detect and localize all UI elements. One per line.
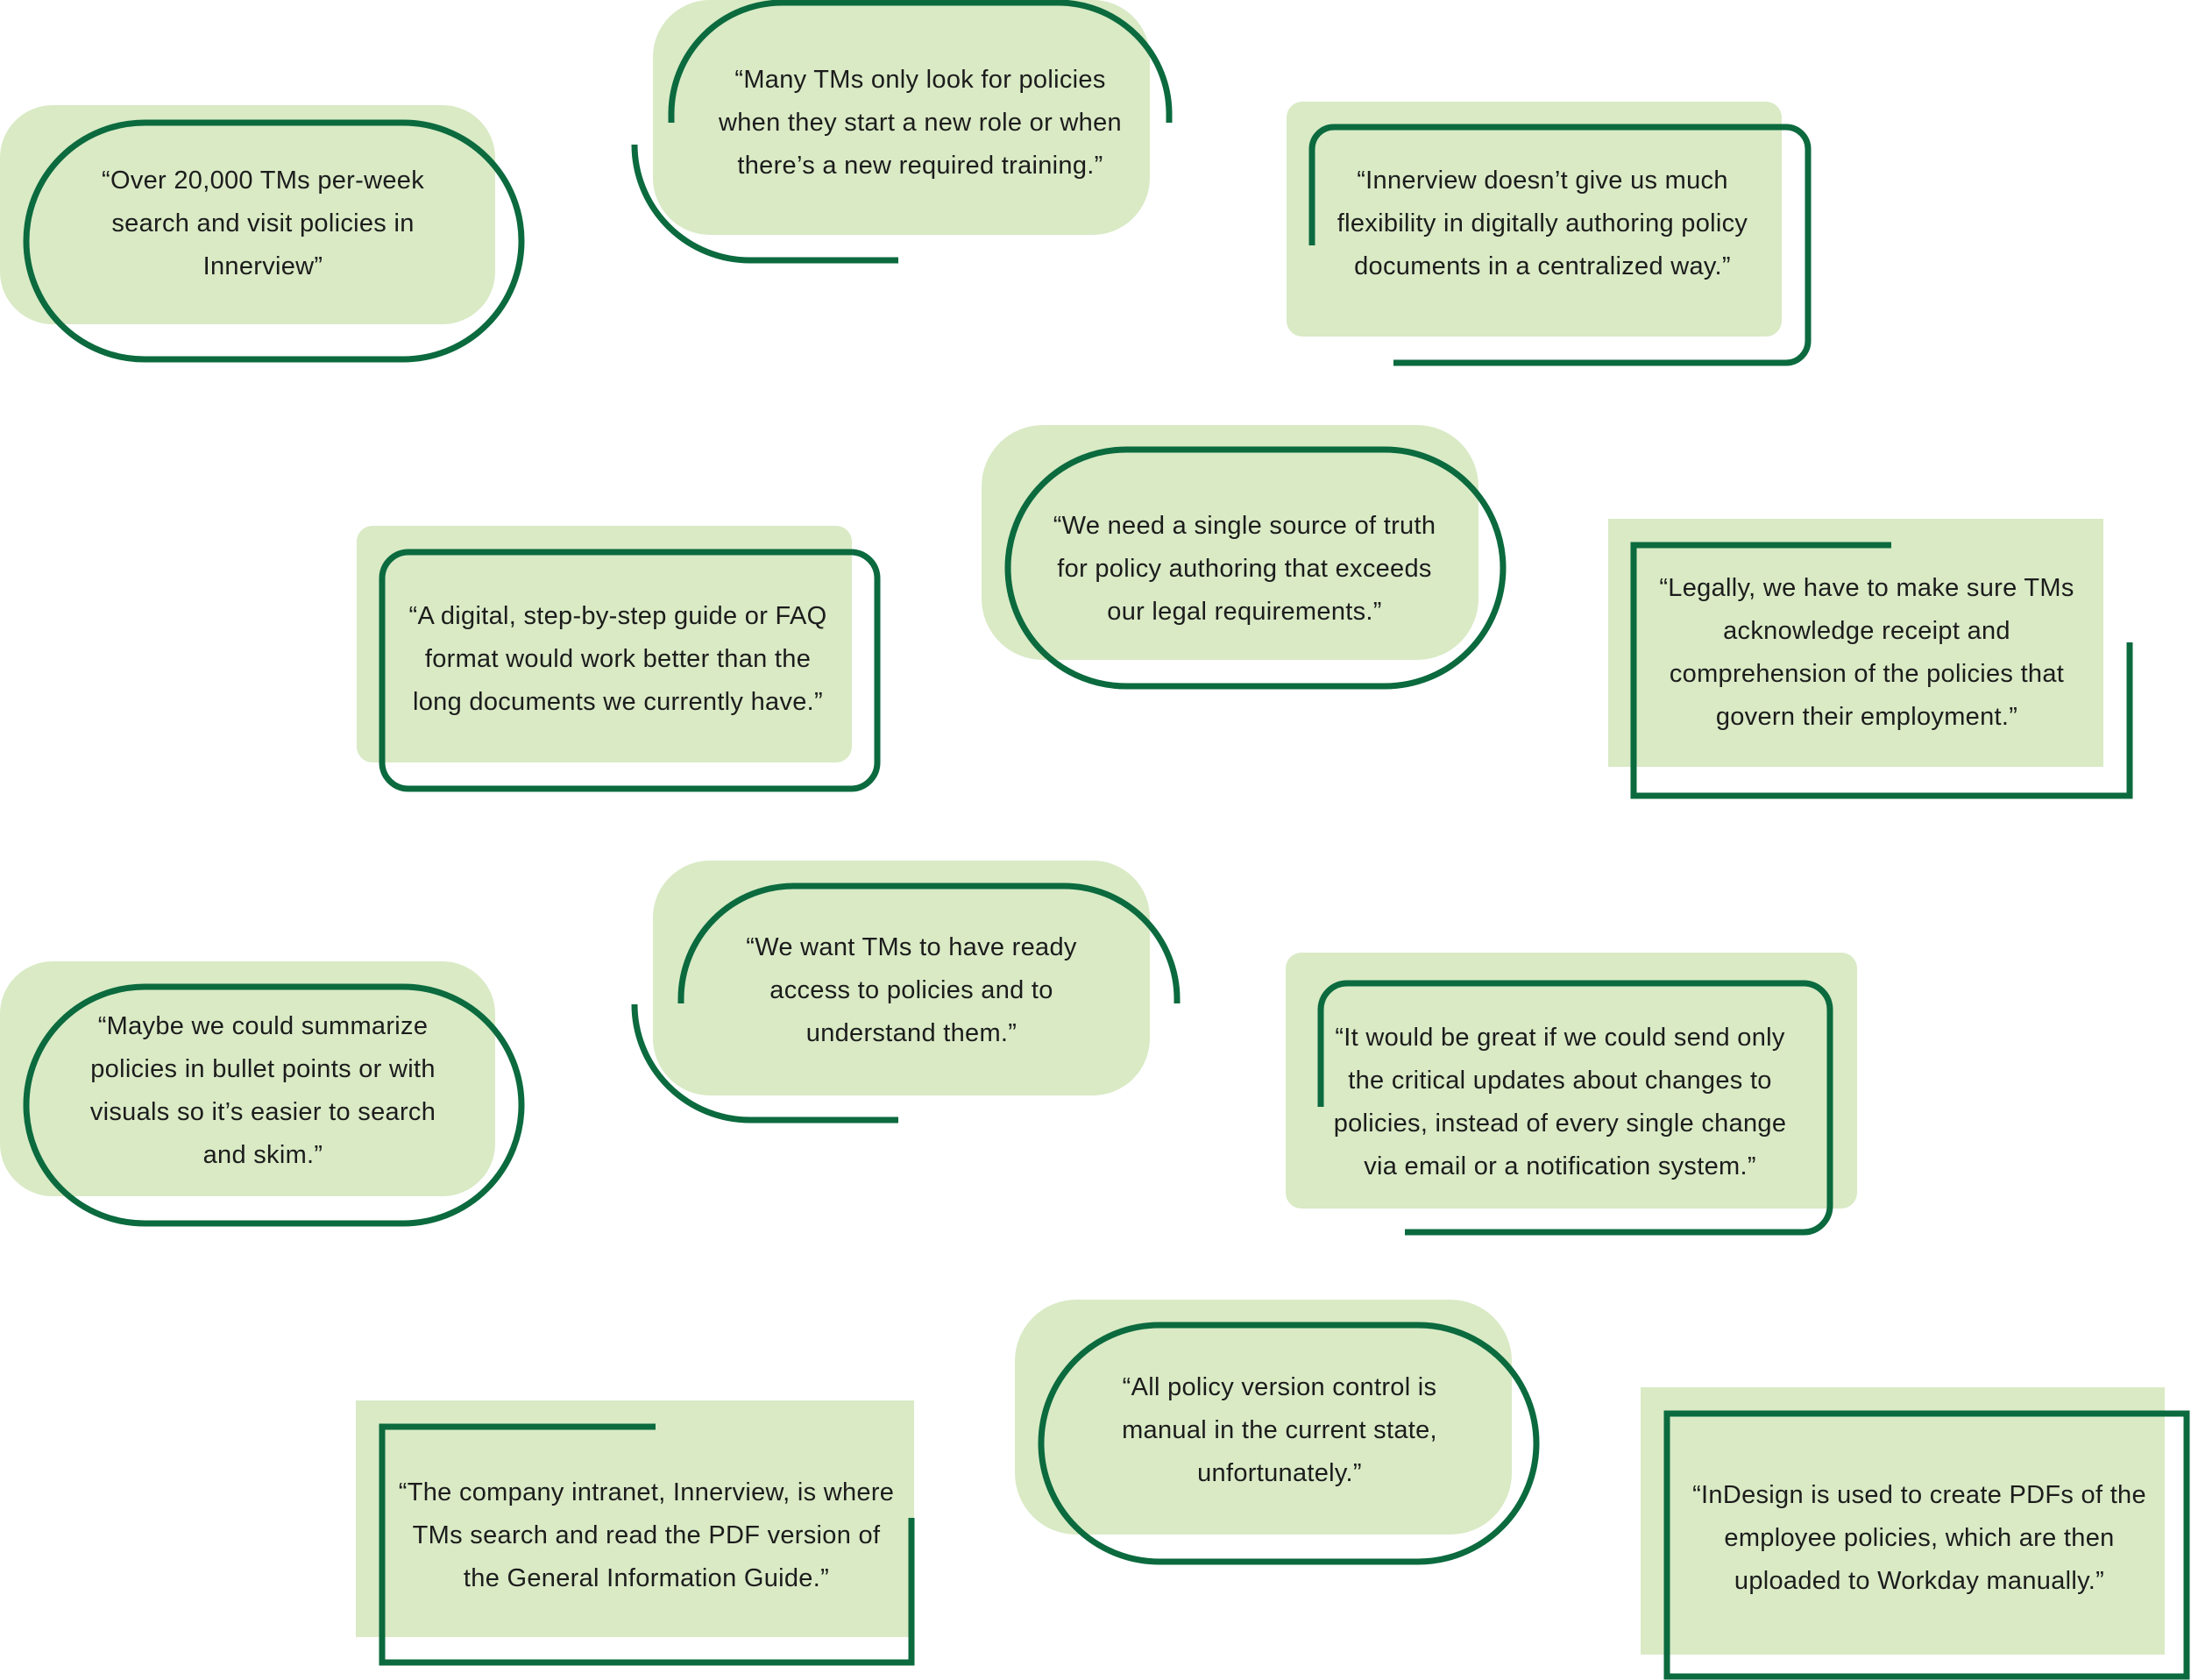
- bubble-fill-single-source-of-truth: [982, 425, 1478, 660]
- bubble-bracket-legal-acknowledgement: [1630, 542, 2133, 799]
- bubble-fill-ready-access: [653, 861, 1150, 1095]
- quote-text-step-by-step-guide: “A digital, step-by-step guide or FAQ fo…: [408, 601, 827, 716]
- quote-text-summarize-policies: “Maybe we could summarize policies in bu…: [89, 1012, 436, 1169]
- bubble-outline-step-by-step-guide: [379, 549, 881, 792]
- bubble-fill-new-role-training: [653, 0, 1150, 235]
- quote-text-tms-search-volume: “Over 20,000 TMs per-week search and vis…: [102, 166, 424, 280]
- bubble-fill-manual-version-control: [1015, 1300, 1512, 1535]
- bubble-bracket-authoring-flexibility: [1308, 124, 1812, 366]
- quote-text-new-role-training: “Many TMs only look for policies when th…: [719, 65, 1122, 180]
- bubble-fill-tms-search-volume: [0, 105, 495, 324]
- bubble-outline-summarize-policies: [23, 983, 525, 1227]
- bubble-fill-step-by-step-guide: [357, 526, 852, 762]
- bubble-fill-summarize-policies: [0, 961, 495, 1196]
- bubble-outline-manual-version-control: [1038, 1322, 1540, 1565]
- bubble-arc-top-new-role-training: [668, 0, 1173, 123]
- bubble-arc-bottom-new-role-training: [631, 144, 898, 264]
- bubble-bracket-company-intranet: [379, 1423, 915, 1666]
- bubble-fill-authoring-flexibility: [1287, 102, 1782, 337]
- quote-text-ready-access: “We want TMs to have ready access to pol…: [746, 932, 1077, 1047]
- quote-text-critical-updates: “It would be great if we could send only…: [1333, 1024, 1787, 1180]
- bubble-outline-tms-search-volume: [23, 119, 525, 363]
- bubble-arc-bottom-ready-access: [631, 1003, 898, 1124]
- bubble-arc-top-ready-access: [677, 883, 1181, 1003]
- quote-text-authoring-flexibility: “Innerview doesn’t give us much flexibil…: [1337, 166, 1748, 280]
- bubble-outline-indesign-workday: [1663, 1410, 2190, 1680]
- bubble-outline-single-source-of-truth: [1004, 446, 1507, 690]
- bubble-fill-company-intranet: [356, 1400, 914, 1637]
- quote-text-manual-version-control: “All policy version control is manual in…: [1122, 1372, 1437, 1487]
- quote-text-indesign-workday: “InDesign is used to create PDFs of the …: [1692, 1480, 2146, 1595]
- quote-text-company-intranet: “The company intranet, Innerview, is whe…: [398, 1478, 895, 1592]
- bubble-bracket-critical-updates: [1317, 980, 1833, 1236]
- bubble-fill-critical-updates: [1286, 953, 1857, 1209]
- quote-text-single-source-of-truth: “We need a single source of truth for po…: [1053, 511, 1436, 626]
- bubble-fill-legal-acknowledgement: [1608, 519, 2103, 767]
- bubble-fill-indesign-workday: [1641, 1387, 2165, 1655]
- quote-text-legal-acknowledgement: “Legally, we have to make sure TMs ackno…: [1659, 574, 2074, 731]
